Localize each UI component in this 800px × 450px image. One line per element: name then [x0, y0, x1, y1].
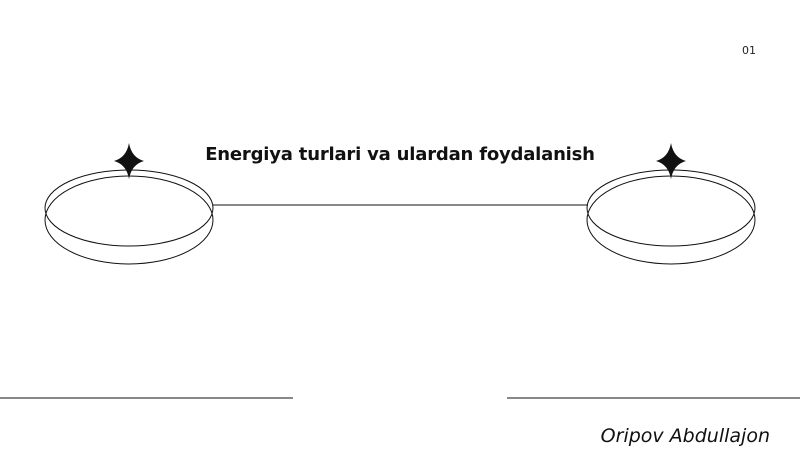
four-point-star-icon: [656, 143, 686, 179]
page-number: 01: [742, 44, 756, 57]
left-ring: [44, 143, 214, 265]
right-ring: [586, 143, 756, 265]
author-name: Oripov Abdullajon: [600, 425, 770, 447]
slide-title: Energiya turlari va ulardan foydalanish: [205, 144, 595, 165]
four-point-star-icon: [114, 143, 144, 179]
